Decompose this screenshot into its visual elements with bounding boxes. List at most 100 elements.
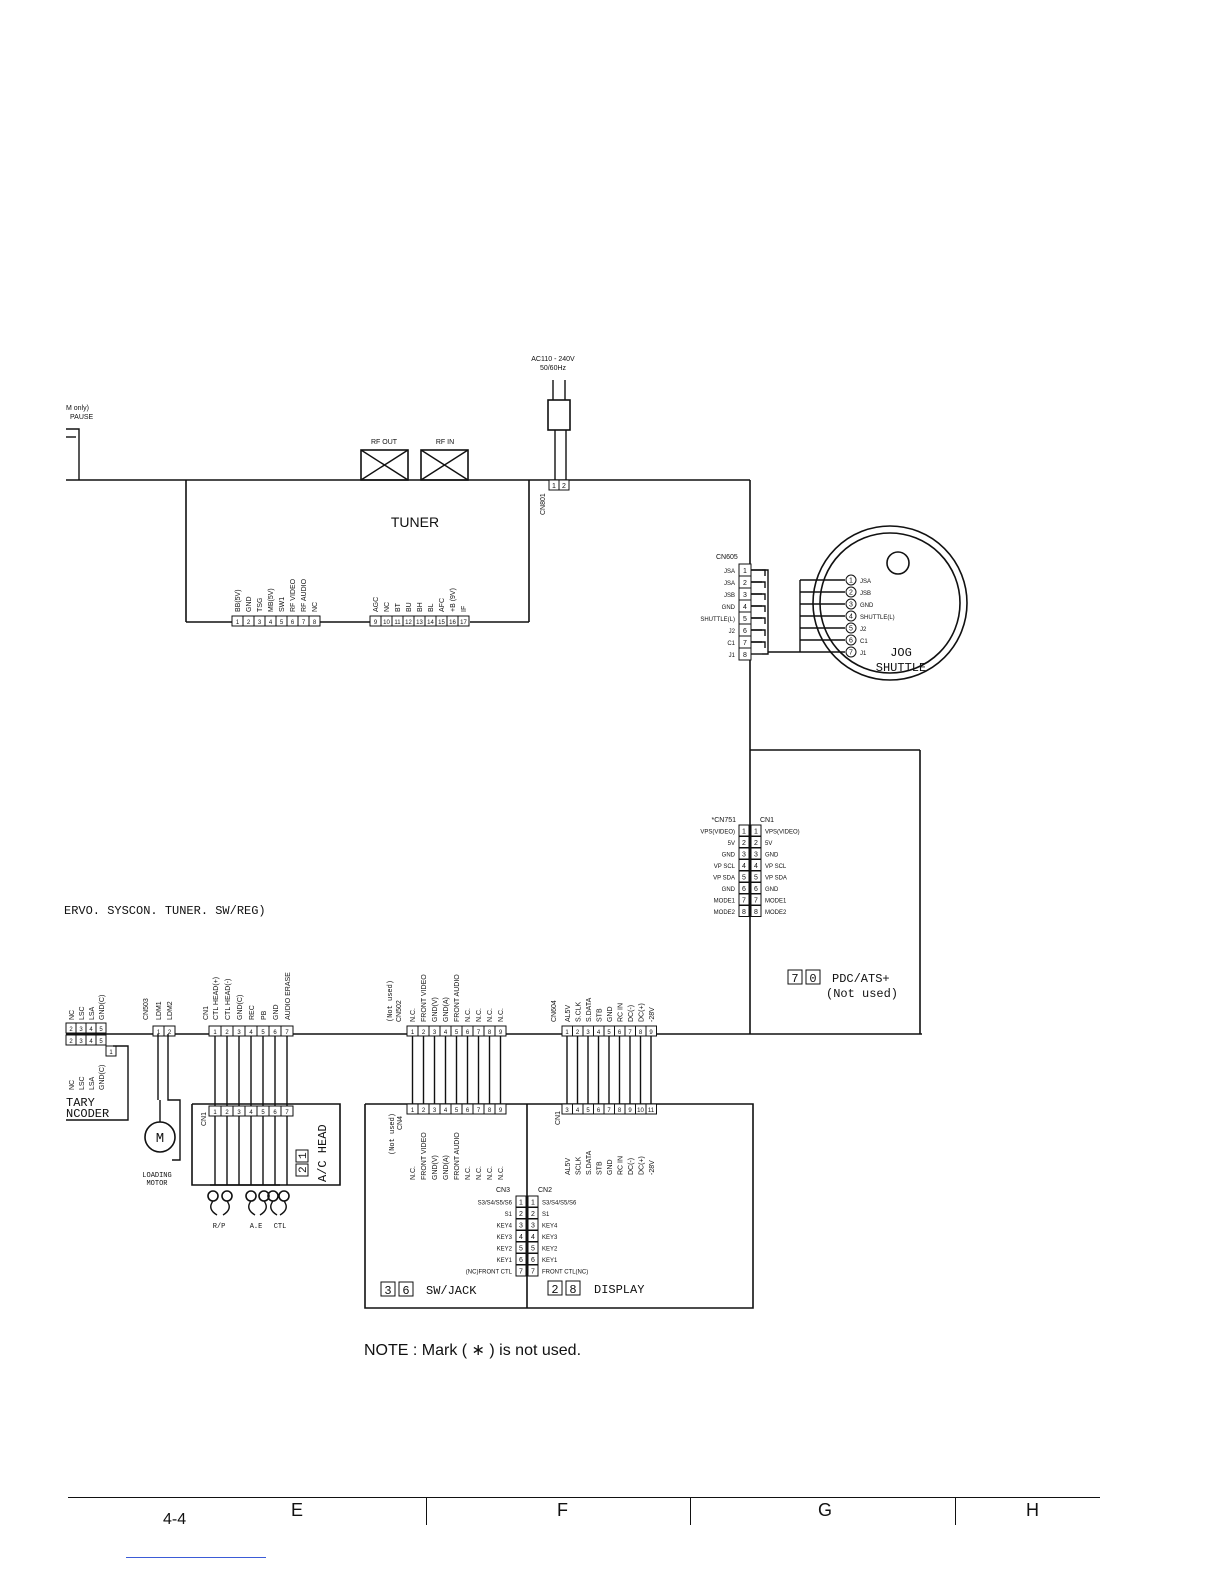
cn604-pin-number: 8 [639,1030,643,1036]
cn502-pin-label: N.C. [476,1008,483,1022]
tuner-pin-label: AFC [439,598,446,612]
cn503-pin-label: LDM1 [156,1001,163,1020]
left-conn-top-pin: 3 [79,1027,83,1033]
left-conn-bottom-label: LSC [79,1076,86,1090]
pdc-cn1-pin-label: MODE2 [765,910,787,916]
sw-cn4-pin-number: 6 [466,1108,470,1114]
cn503-pin-number: 2 [168,1030,172,1036]
sw-cn4-pin-number: 9 [499,1108,503,1114]
cn605-pin-label: J2 [729,629,736,635]
cn604-pin-number: 7 [628,1030,632,1036]
cn3-pin-number: 4 [519,1234,523,1241]
cn502-pin-number: 6 [466,1030,470,1036]
ac-cn1-label: CN1 [203,1006,210,1020]
pdc-cn1-pin-label: GND [765,887,779,893]
tuner-pin-number: 2 [247,620,251,626]
grid-column-f: F [557,1500,568,1520]
sw-cn4-label: CN4 [397,1116,404,1130]
coil-ae-label: A.E [250,1223,263,1231]
cn503-pin-number: 1 [157,1030,161,1036]
pdc-cn1-pin-label: VP SDA [765,876,787,882]
left-conn-top-pin: 5 [99,1027,103,1033]
cn604-pin-label: S.CLK [576,1001,583,1022]
cn502-note: (Not used) [387,980,395,1022]
tuner-pin-number: 16 [449,620,456,626]
display-num-2: 8 [569,1283,576,1297]
ac-cn1-pin-label: REC [249,1005,256,1020]
page-number: 4-4 [163,1511,187,1528]
ac-cn1-pin-label: CTL HEAD(-) [225,979,232,1020]
cn3-pin-number: 6 [519,1257,523,1264]
left-conn-top-label: LSA [89,1006,96,1020]
display-cn1-pin-number: 7 [607,1108,611,1114]
tuner-pin-number: 10 [383,620,390,626]
cn751-pin-label: VPS(VIDEO) [700,830,735,836]
sw-cn4-pin-number: 2 [422,1108,426,1114]
jog-pin-number: 6 [849,638,853,645]
cn604-pin-label: RC IN [618,1003,625,1022]
cn3-pin-label: KEY2 [497,1247,513,1253]
tuner-pin-number: 7 [302,620,306,626]
swjack-num-2: 6 [402,1284,409,1298]
cn604-pin-number: 1 [565,1030,569,1036]
fragment-mode-label: M only) [66,405,89,412]
cn2-label: CN2 [538,1187,552,1194]
cn604-pin-label: STB [597,1008,604,1022]
tuner-pin-label: BB(5V) [235,589,242,612]
cn3-pin-label: (NC)FRONT CTL [466,1270,513,1276]
sw-cn4-pin-label: N.C. [410,1166,417,1180]
pdc-cn1-pin-number: 7 [754,898,758,905]
tuner-pin-label: BH [417,602,424,612]
jog-pin-label: J1 [860,651,867,657]
head-coils: R/P A.E CTL [207,1184,290,1231]
main-board-label: ERVO. SYSCON. TUNER. SW/REG) [64,904,266,918]
cn3-pin-number: 7 [519,1269,523,1276]
fragment-pause-label: PAUSE [70,414,94,421]
cn2-pin-label: FRONT CTL(NC) [542,1270,588,1276]
ac-head-name: A/C HEAD [316,1124,330,1182]
cn801-connector: 1 2 CN801 [540,479,570,515]
cn604-pin-label: S.DATA [586,997,593,1022]
left-conn-bottom-pin: 3 [79,1039,83,1045]
cn604-pin-number: 9 [649,1030,653,1036]
sw-cn4-pin-label: N.C. [498,1166,505,1180]
grid-divider [690,1497,691,1525]
cn751-pin-number: 1 [742,829,746,836]
display-cn1-pin-number: 9 [628,1108,632,1114]
ac-head-pin-number: 3 [237,1110,241,1116]
pdc-cn1-pin-number: 8 [754,909,758,916]
pdc-cn1-pin-number: 5 [754,875,758,882]
rf-in-label: RF IN [436,439,454,446]
sw-cn4-pin-label: N.C. [476,1166,483,1180]
footnote: NOTE : Mark ( ∗ ) is not used. [364,1342,582,1359]
display-cn1-pin-label: SCLK [576,1156,583,1175]
left-conn-top-pin: 2 [69,1027,73,1033]
tuner-pin-label: TSG [257,598,264,612]
sw-cn4-pin-label: FRONT VIDEO [421,1132,428,1180]
footer-link-underline [126,1557,266,1558]
sw-cn4-pin-label: FRONT AUDIO [454,1132,461,1180]
loading-motor-label-1: LOADING [142,1172,171,1180]
cn605-label: CN605 [716,554,738,561]
pdc-not-used: (Not used) [826,987,898,1001]
display-cn1-pin-label: AL5V [565,1158,572,1175]
pdc-cn1-pin-label: MODE1 [765,899,787,905]
cn604-pin-label: AL5V [565,1005,572,1022]
display-cn1-pin-number: 4 [576,1108,580,1114]
cn801-pin: 1 [552,483,556,490]
display-cn1-pin-number: 6 [597,1108,601,1114]
cn2-pin-label: KEY4 [542,1224,558,1230]
ac-cn1-pin-label: PB [261,1010,268,1020]
ac-cn1-pin-label: AUDIO ERASE [285,972,292,1020]
cn801-pin: 2 [562,483,566,490]
cn2-pin-number: 5 [531,1246,535,1253]
cn605-connector: CN605 1JSA2JSA3JSB4GND5SHUTTLE(L)6J27C18… [700,554,752,661]
loading-motor-label-2: MOTOR [146,1180,168,1188]
ac-head-pin-number: 1 [213,1110,217,1116]
